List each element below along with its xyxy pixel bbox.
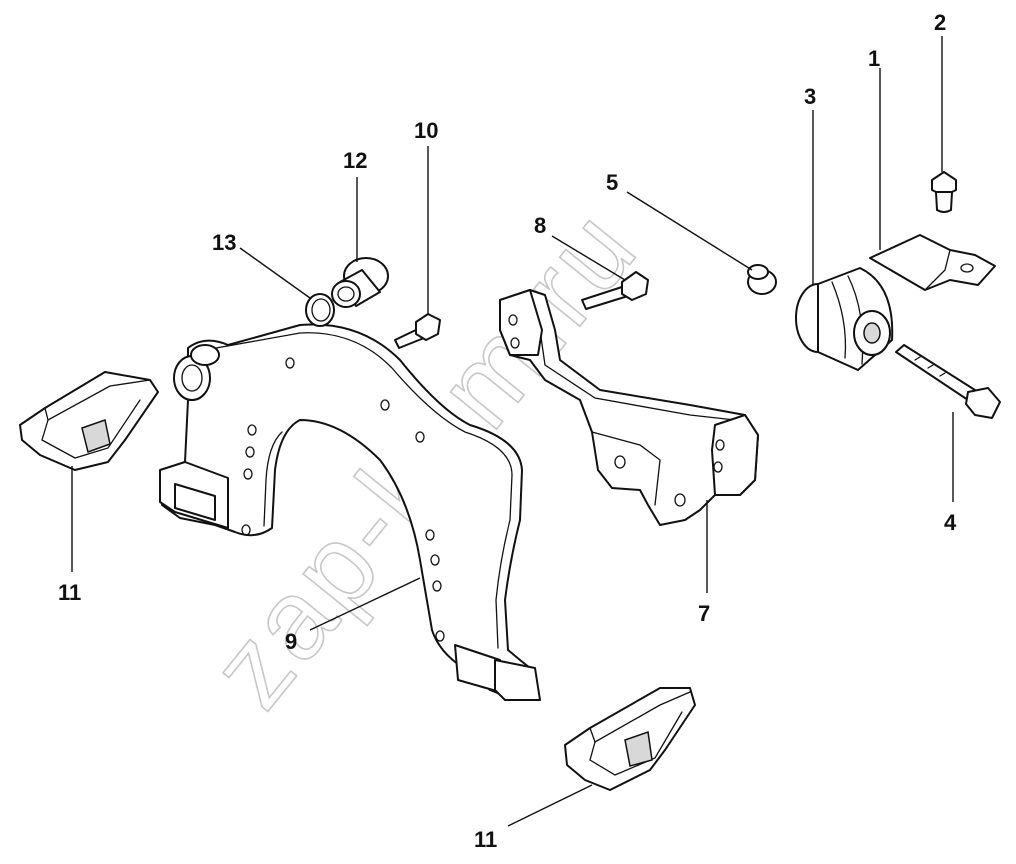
callout-1: 1 bbox=[868, 46, 880, 71]
leader-11b bbox=[507, 784, 593, 827]
callout-7: 7 bbox=[698, 601, 710, 626]
leader-8 bbox=[551, 235, 626, 281]
callout-5: 5 bbox=[606, 170, 618, 195]
callout-12: 12 bbox=[343, 148, 367, 173]
callout-4: 4 bbox=[944, 510, 957, 535]
bolt-part-2 bbox=[931, 171, 957, 213]
bolt-part-10 bbox=[394, 313, 441, 349]
leader-5 bbox=[626, 191, 753, 271]
ring-part-13 bbox=[305, 293, 335, 327]
plate-part-1 bbox=[869, 234, 996, 291]
callout-3: 3 bbox=[804, 84, 816, 109]
nut-part-5 bbox=[747, 264, 777, 295]
callout-9: 9 bbox=[285, 629, 297, 654]
callout-8: 8 bbox=[534, 213, 546, 238]
callout-10: 10 bbox=[414, 118, 438, 143]
rubber-mount-part-3 bbox=[795, 267, 894, 371]
leader-13 bbox=[239, 247, 311, 299]
bolt-part-4 bbox=[895, 344, 1001, 419]
callout-11-bottom: 11 bbox=[474, 827, 497, 852]
crossmember-bracket-part-7 bbox=[499, 289, 759, 526]
main-bracket-part-9 bbox=[159, 323, 541, 701]
callout-2: 2 bbox=[934, 10, 946, 35]
callout-13: 13 bbox=[212, 230, 236, 255]
callout-11-left: 11 bbox=[58, 580, 81, 605]
bushing-part-12 bbox=[331, 257, 389, 308]
bolt-part-8 bbox=[581, 271, 649, 310]
leader-9 bbox=[309, 577, 421, 631]
insert-block-part-11-bottom bbox=[564, 687, 696, 791]
insert-block-part-11-left bbox=[19, 371, 159, 471]
